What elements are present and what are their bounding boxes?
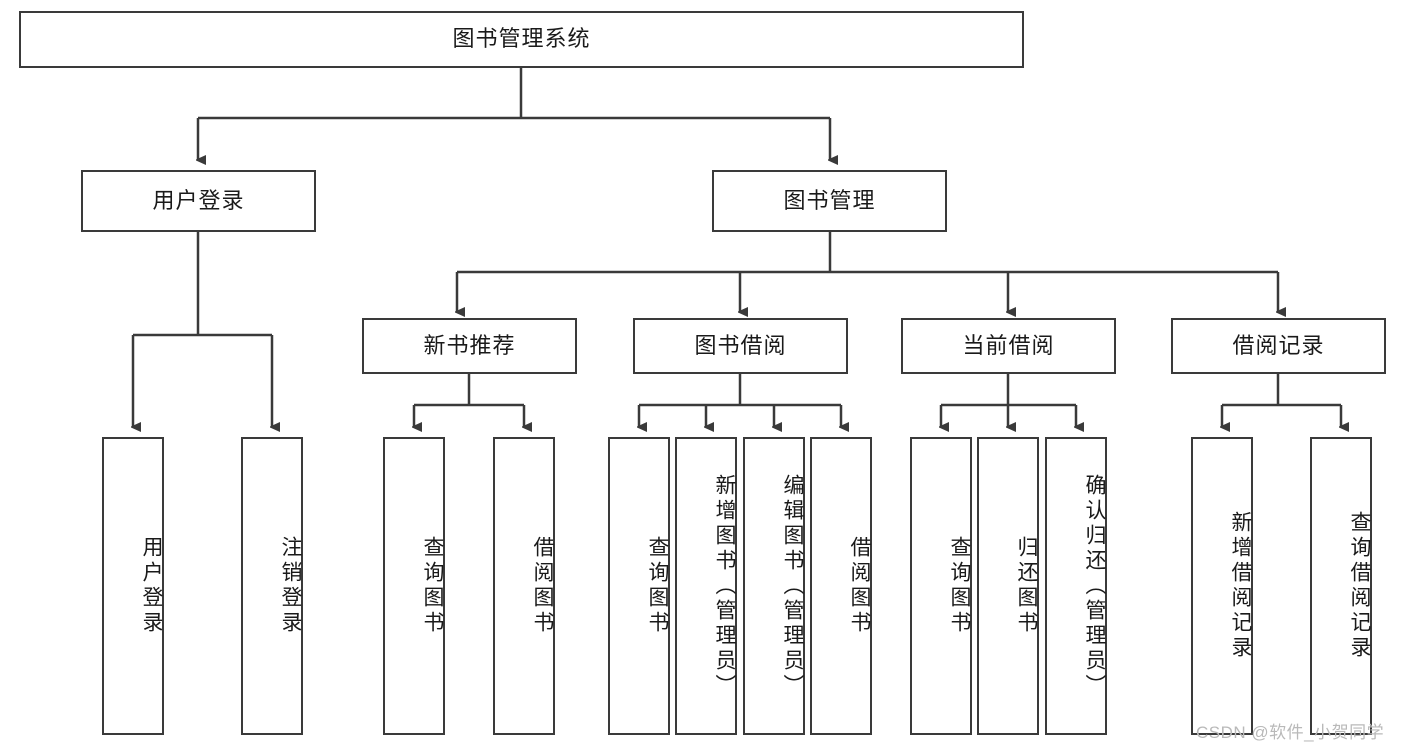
leaf-label: 借阅图书 bbox=[531, 536, 554, 636]
leaf-current-confirm-return[interactable]: 确认归还（管理员） bbox=[1045, 437, 1107, 735]
leaf-record-query-record[interactable]: 查询借阅记录 bbox=[1310, 437, 1372, 735]
node-root-label: 图书管理系统 bbox=[452, 26, 591, 52]
leaf-label: 归还图书 bbox=[1015, 536, 1038, 636]
node-new-book-recommend[interactable]: 新书推荐 bbox=[362, 318, 577, 374]
leaf-recommend-query-book[interactable]: 查询图书 bbox=[383, 437, 445, 735]
leaf-label: 查询图书 bbox=[646, 536, 669, 636]
leaf-borrow-query-book[interactable]: 查询图书 bbox=[608, 437, 670, 735]
leaf-current-query-book[interactable]: 查询图书 bbox=[910, 437, 972, 735]
leaf-borrow-borrow-book[interactable]: 借阅图书 bbox=[810, 437, 872, 735]
leaf-user-login-logout[interactable]: 注销登录 bbox=[241, 437, 303, 735]
node-user-login-label: 用户登录 bbox=[152, 187, 245, 213]
leaf-label: 确认归还（管理员） bbox=[1083, 473, 1106, 699]
node-root[interactable]: 图书管理系统 bbox=[19, 11, 1024, 68]
csdn-watermark: CSDN @软件_小贺同学 bbox=[1196, 723, 1385, 742]
leaf-borrow-edit-book[interactable]: 编辑图书（管理员） bbox=[743, 437, 805, 735]
node-borrow-record[interactable]: 借阅记录 bbox=[1171, 318, 1386, 374]
leaf-label: 查询图书 bbox=[948, 536, 971, 636]
leaf-label: 注销登录 bbox=[279, 536, 302, 636]
leaf-borrow-add-book[interactable]: 新增图书（管理员） bbox=[675, 437, 737, 735]
leaf-label: 借阅图书 bbox=[848, 536, 871, 636]
leaf-recommend-borrow-book[interactable]: 借阅图书 bbox=[493, 437, 555, 735]
leaf-user-login-login[interactable]: 用户登录 bbox=[102, 437, 164, 735]
leaf-label: 编辑图书（管理员） bbox=[781, 473, 804, 699]
leaf-record-add-record[interactable]: 新增借阅记录 bbox=[1191, 437, 1253, 735]
leaf-label: 查询借阅记录 bbox=[1348, 511, 1371, 661]
node-book-borrow-label: 图书借阅 bbox=[694, 332, 787, 358]
node-book-management[interactable]: 图书管理 bbox=[712, 170, 947, 232]
node-book-borrow[interactable]: 图书借阅 bbox=[633, 318, 848, 374]
node-book-management-label: 图书管理 bbox=[783, 187, 876, 213]
node-new-book-recommend-label: 新书推荐 bbox=[423, 332, 516, 358]
leaf-label: 新增借阅记录 bbox=[1229, 511, 1252, 661]
leaf-label: 查询图书 bbox=[421, 536, 444, 636]
leaf-label: 新增图书（管理员） bbox=[713, 473, 736, 699]
leaf-label: 用户登录 bbox=[140, 536, 163, 636]
node-current-borrow[interactable]: 当前借阅 bbox=[901, 318, 1116, 374]
node-current-borrow-label: 当前借阅 bbox=[962, 332, 1055, 358]
node-borrow-record-label: 借阅记录 bbox=[1232, 332, 1325, 358]
node-user-login[interactable]: 用户登录 bbox=[81, 170, 316, 232]
leaf-current-return-book[interactable]: 归还图书 bbox=[977, 437, 1039, 735]
